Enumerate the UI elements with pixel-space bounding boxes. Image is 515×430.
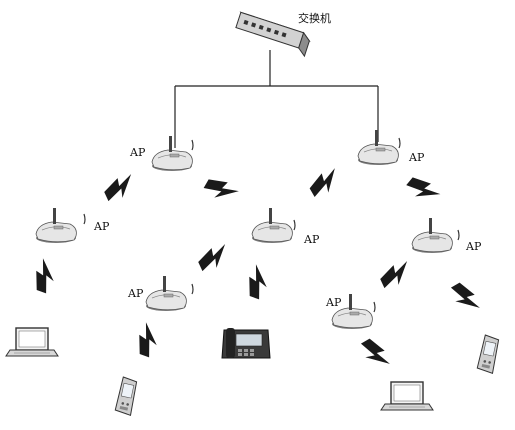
wireless-link-icon [30,257,60,295]
wireless-link-icon [243,263,273,301]
access-point-icon [411,217,453,254]
ap-label: AP [303,233,320,246]
ap-node-mid-left: AP [35,207,110,244]
wireless-link-icon [377,259,415,291]
ap-node-top-right: AP [357,129,425,166]
access-point-icon [251,207,293,244]
switch-icon [235,11,311,58]
wireless-link-icon [101,172,139,204]
wireless-link-icon [195,242,233,274]
wireless-link-icon [358,335,392,373]
access-point-icon [35,207,77,244]
ap-node-lower-left: AP [127,275,194,312]
switch-label: 交换机 [298,11,331,25]
ap-label: AP [129,146,146,159]
wireless-link-icon [133,321,163,359]
ip-phone-icon [221,328,271,359]
wireless-link-icon [404,172,442,208]
laptop-icon [5,327,59,357]
access-point-icon [151,135,193,172]
ap-label: AP [93,220,110,233]
ap-node-lower-right: AP [325,293,376,330]
pda-icon [114,376,139,416]
ap-node-mid-right: AP [411,217,482,254]
wired-links [174,50,379,148]
ap-label: AP [127,287,144,300]
pda-icon [476,334,501,374]
ap-label: AP [465,240,482,253]
wireless-link-icon [202,173,240,207]
ap-node-center: AP [251,207,320,246]
ap-node-top-left: AP [129,135,194,172]
access-point-icon [145,275,187,312]
laptop-icon [380,381,434,411]
ap-label: AP [325,296,342,309]
wireless-link-icon [306,166,344,200]
wireless-link-icon [448,279,482,317]
ap-label: AP [408,151,425,164]
